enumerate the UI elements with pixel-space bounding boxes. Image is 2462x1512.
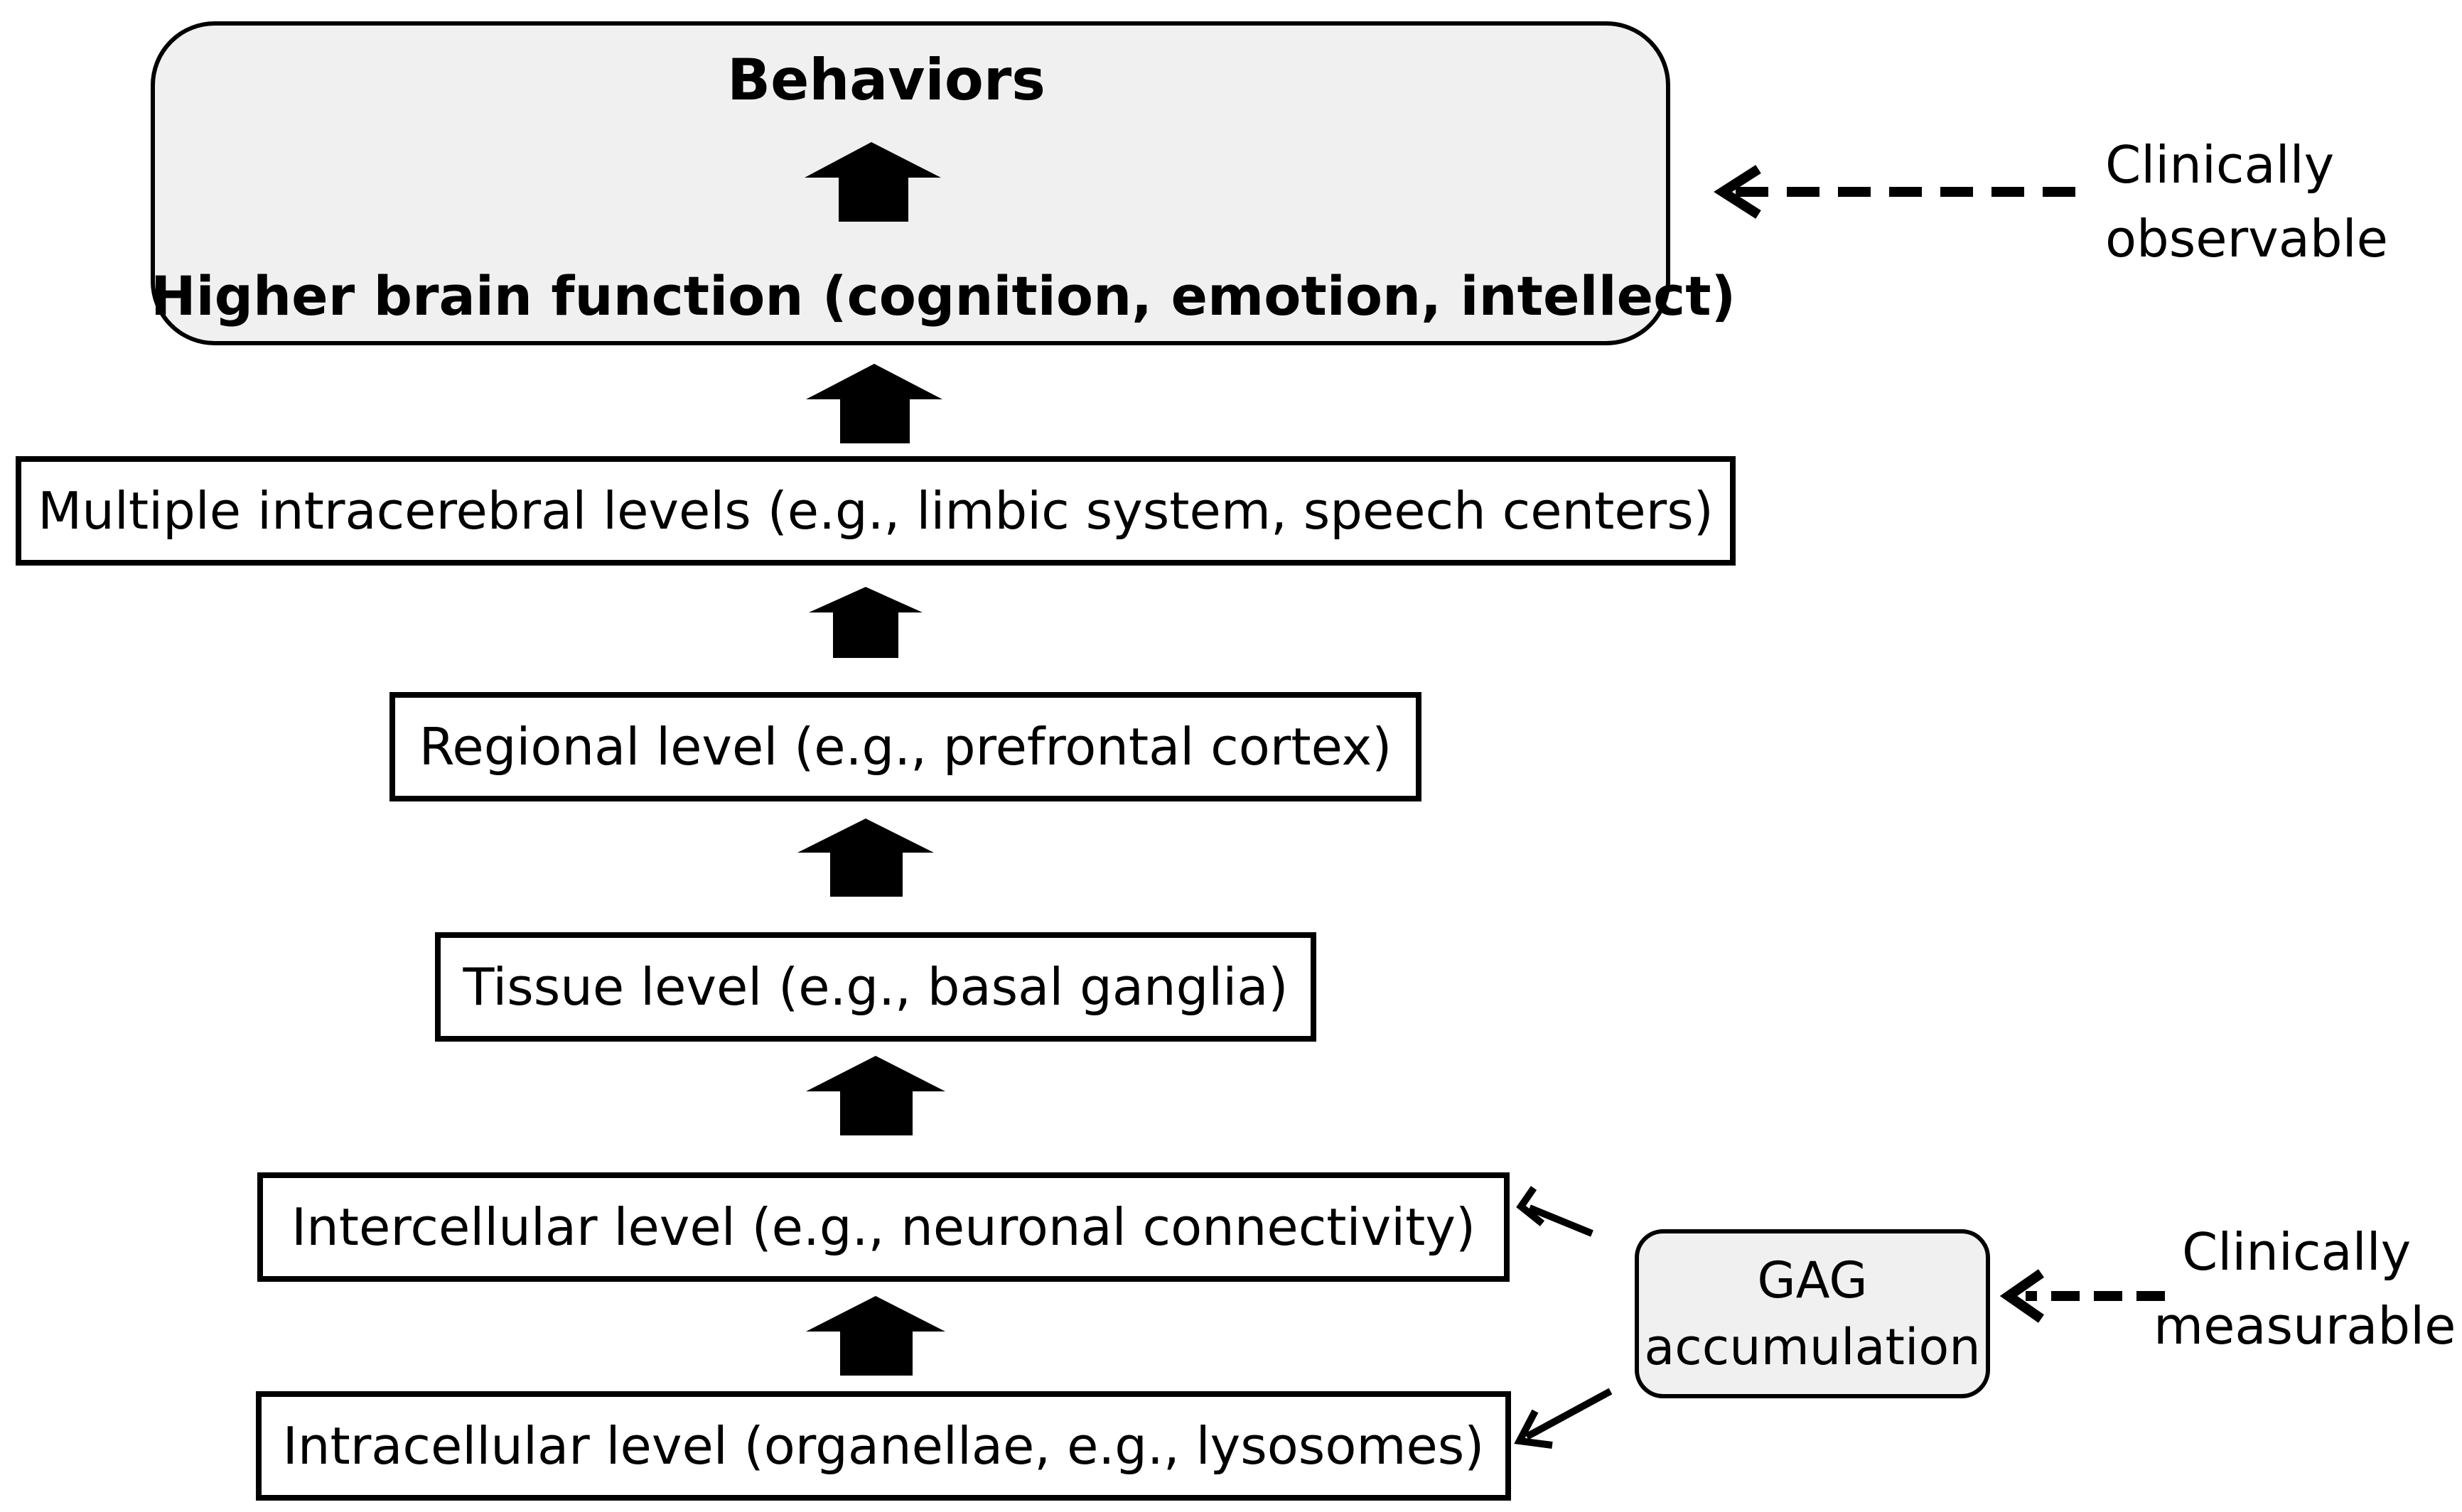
gag-to-intercellular-line <box>1528 1204 1593 1237</box>
intracellular-level-box: Intracellular level (organellae, e.g., l… <box>256 1391 1511 1501</box>
regional-level-box: Regional level (e.g., prefrontal cortex) <box>389 692 1421 801</box>
intercellular-level-label: Intercellular level (e.g., neuronal conn… <box>291 1197 1476 1257</box>
gag-to-intracellular-arrowhead-icon <box>1514 1409 1553 1449</box>
gag-label: GAG <box>1757 1251 1868 1310</box>
clinically-observable-text: Clinically observable <box>2105 128 2388 276</box>
clinically-measurable-text: Clinically measurable <box>2154 1215 2456 1363</box>
intercellular-level-box: Intercellular level (e.g., neuronal conn… <box>257 1172 1510 1282</box>
measurable-arrowhead-icon <box>1999 1269 2044 1323</box>
up-arrow-icon <box>809 587 923 658</box>
tissue-level-label: Tissue level (e.g., basal ganglia) <box>463 957 1289 1017</box>
multiple-intracerebral-box: Multiple intracerebral levels (e.g., lim… <box>16 456 1736 566</box>
up-arrow-icon <box>806 364 942 443</box>
clinically-observable-line1: Clinically <box>2105 135 2335 195</box>
accumulation-label: accumulation <box>1644 1318 1981 1376</box>
multiple-intracerebral-label: Multiple intracerebral levels (e.g., lim… <box>38 481 1714 541</box>
up-arrow-icon <box>806 1296 945 1376</box>
clinically-observable-line2: observable <box>2105 209 2388 269</box>
gag-accumulation-box: GAG accumulation <box>1635 1229 1990 1398</box>
up-arrow-icon <box>797 819 934 897</box>
gag-to-intercellular-arrowhead-icon <box>1516 1186 1545 1226</box>
regional-level-label: Regional level (e.g., prefrontal cortex) <box>419 717 1392 777</box>
clinically-measurable-line1: Clinically <box>2182 1222 2412 1282</box>
clinically-measurable-line2: measurable <box>2154 1296 2456 1356</box>
up-arrow-icon <box>805 142 941 222</box>
intracellular-level-label: Intracellular level (organellae, e.g., l… <box>282 1416 1485 1476</box>
observable-arrowhead-icon <box>1714 165 1761 219</box>
behaviors-panel <box>151 21 1670 345</box>
tissue-level-box: Tissue level (e.g., basal ganglia) <box>435 932 1316 1042</box>
gag-to-intracellular-line <box>1525 1388 1613 1440</box>
up-arrow-icon <box>806 1056 945 1135</box>
behaviors-title: Behaviors <box>727 47 1045 113</box>
higher-brain-function-label: Higher brain function (cognition, emotio… <box>151 264 1736 328</box>
